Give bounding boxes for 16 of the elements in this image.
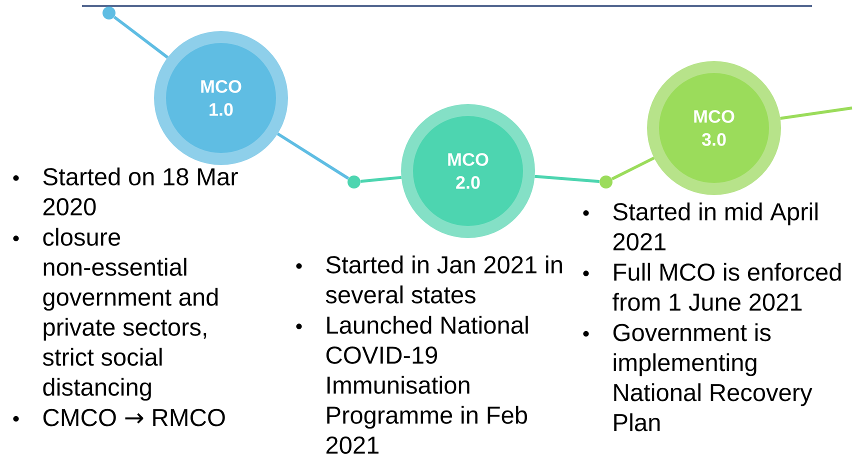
connector-dot	[600, 176, 612, 188]
connector-dot	[102, 6, 116, 20]
bullet-item: Started in mid April 2021	[613, 202, 818, 250]
bullet-item: CMCO → RMCO	[43, 408, 225, 426]
connector-line	[534, 174, 600, 183]
connector-line	[113, 16, 169, 59]
bullet-item: Launched National COVID-19 Immunisation Programme in Feb 2021	[326, 316, 528, 454]
connector-line	[360, 176, 402, 183]
connector-line	[780, 106, 852, 120]
bullet-item: Government is implementing National Recovery Plan	[613, 323, 812, 432]
bullet-item: Full MCO is enforced from 1 June 2021	[612, 262, 841, 311]
connector-line	[276, 132, 350, 180]
bullet-item: Started in Jan 2021 in several states	[326, 255, 562, 304]
connector-dot	[348, 176, 360, 188]
bullet-item: closure non-essential government and private sectors, strict social distancing	[42, 228, 218, 401]
connector-line	[611, 156, 655, 180]
